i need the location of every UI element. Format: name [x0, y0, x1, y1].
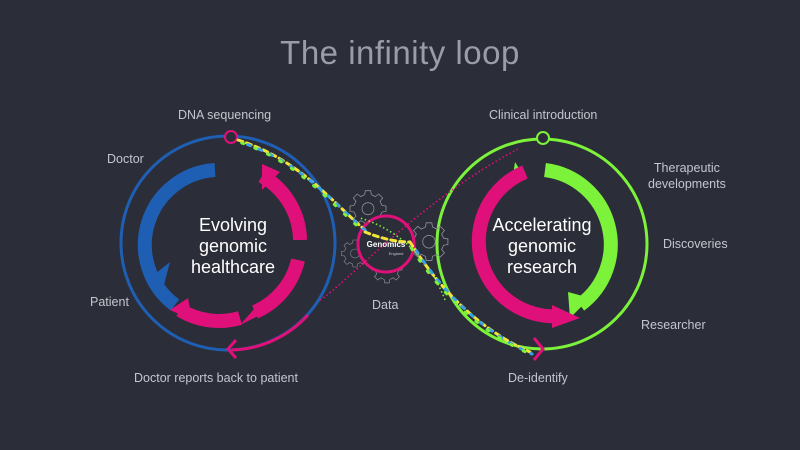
left-magenta-arrowhead-1 [262, 164, 280, 190]
label-de-identify: De-identify [508, 371, 568, 385]
clinical-introduction-node [536, 131, 550, 145]
center-logo-subtext: England [389, 251, 404, 256]
label-doctor-reports-back: Doctor reports back to patient [134, 371, 298, 385]
right-magenta-arrowhead [552, 305, 580, 328]
left-magenta-arrowhead-2 [240, 300, 270, 325]
label-data: Data [372, 298, 399, 312]
label-clinical-introduction: Clinical introduction [489, 108, 598, 122]
left-blue-arrowhead [150, 262, 170, 300]
page-title: The infinity loop [280, 34, 520, 71]
label-doctor: Doctor [107, 152, 144, 166]
left-center-text: Evolving genomic healthcare [190, 215, 276, 277]
dotted-line-right-to-left [359, 217, 446, 301]
label-researcher: Researcher [641, 318, 706, 332]
center-logo-text: Genomics [367, 240, 406, 249]
label-therapeutic-developments: Therapeutic developments [648, 161, 726, 191]
left-outer-magenta-arc [231, 313, 310, 352]
right-bottom-chevron-icon [532, 337, 545, 361]
right-inner-magenta-arc [471, 165, 561, 324]
label-discoveries: Discoveries [663, 237, 728, 251]
left-magenta-arrowhead-3 [170, 298, 192, 320]
left-bottom-chevron-icon [225, 339, 238, 359]
dna-sequencing-node [224, 130, 238, 144]
label-dna-sequencing: DNA sequencing [178, 108, 272, 122]
right-center-text: Accelerating genomic research [492, 215, 592, 277]
right-green-arrowhead [568, 292, 590, 318]
gear-icon-2 [409, 222, 449, 262]
center-data-circle [356, 214, 416, 274]
dna-strand-icon [234, 138, 534, 356]
label-patient: Patient [90, 295, 129, 309]
right-inner-green-arc [543, 163, 618, 311]
